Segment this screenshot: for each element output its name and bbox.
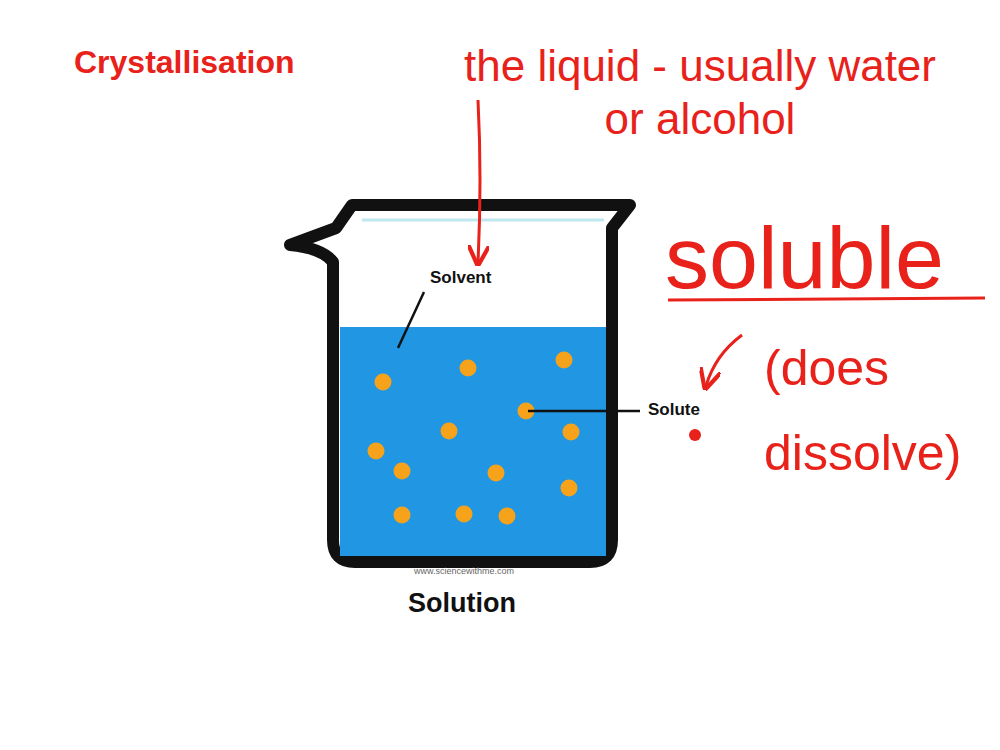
- title: Crystallisation: [74, 44, 295, 81]
- part-label: Solute: [648, 400, 700, 420]
- solvent-leader: [398, 292, 424, 348]
- watermark: www.sciencewithme.com: [414, 566, 514, 577]
- part-label: Solvent: [430, 268, 491, 288]
- annotation-note: (does dissolve): [764, 326, 990, 496]
- annotation-arrow: [478, 100, 480, 262]
- annotation-term: soluble: [665, 214, 944, 302]
- solute-leader: [528, 410, 640, 413]
- liquid: [340, 327, 606, 556]
- annotation-arrow: [706, 335, 742, 386]
- beaker-outline: [290, 205, 630, 562]
- solute-particles: [368, 352, 580, 525]
- caption: Solution: [408, 588, 516, 619]
- pointer-dot: [689, 429, 701, 441]
- glass-highlight: [362, 219, 604, 222]
- annotation-note: the liquid - usually water or alcohol: [450, 40, 950, 146]
